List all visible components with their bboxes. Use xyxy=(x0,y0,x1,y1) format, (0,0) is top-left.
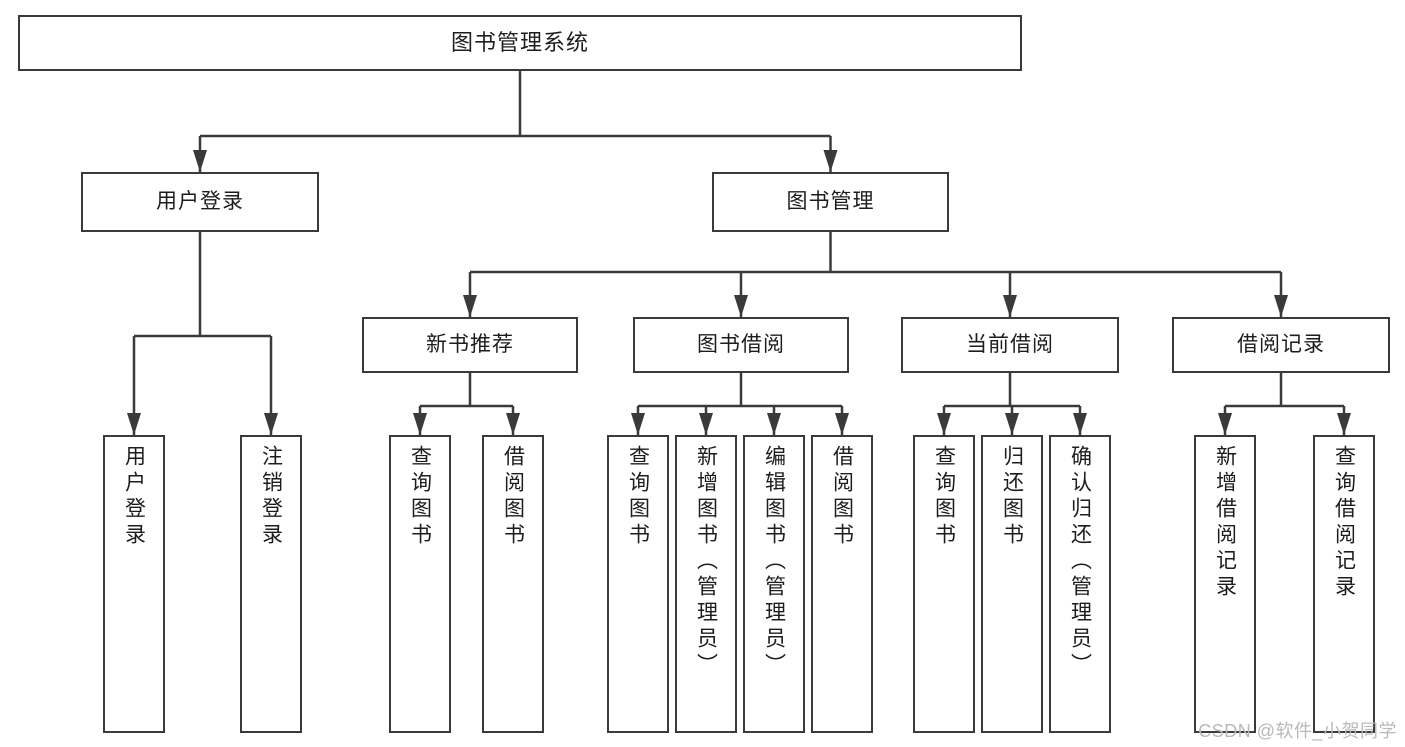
records-bus-arrow-0 xyxy=(1218,413,1232,435)
node-label-book_mgmt: 图书管理 xyxy=(786,189,875,213)
node-label-cur_3: 确认归还（管理员） xyxy=(1068,445,1092,679)
node-new_book[interactable]: 新书推荐 xyxy=(362,317,578,373)
root-bus-arrow-0 xyxy=(193,150,207,172)
node-label-login: 用户登录 xyxy=(156,189,244,213)
node-cur_3[interactable]: 确认归还（管理员） xyxy=(1049,435,1111,733)
node-label-new_1: 查询图书 xyxy=(408,445,432,549)
node-label-rec_2: 查询借阅记录 xyxy=(1332,445,1356,601)
node-borrow[interactable]: 图书借阅 xyxy=(633,317,849,373)
node-book_mgmt[interactable]: 图书管理 xyxy=(712,172,949,232)
mgmt-bus-arrow-3 xyxy=(1274,295,1288,317)
borrow-bus-arrow-1 xyxy=(699,413,713,435)
node-current[interactable]: 当前借阅 xyxy=(901,317,1119,373)
node-root[interactable]: 图书管理系统 xyxy=(18,15,1022,71)
node-cur_1[interactable]: 查询图书 xyxy=(913,435,975,733)
node-label-login_1: 用户登录 xyxy=(122,445,146,549)
node-label-cur_2: 归还图书 xyxy=(1000,445,1024,549)
newbook-bus-arrow-0 xyxy=(413,413,427,435)
mgmt-bus-arrow-2 xyxy=(1003,295,1017,317)
root-bus-arrow-1 xyxy=(823,150,838,172)
node-login_1[interactable]: 用户登录 xyxy=(103,435,165,733)
node-label-new_2: 借阅图书 xyxy=(501,445,525,549)
node-label-rec_1: 新增借阅记录 xyxy=(1213,445,1237,601)
node-new_1[interactable]: 查询图书 xyxy=(389,435,451,733)
current-bus-arrow-0 xyxy=(937,413,951,435)
borrow-bus-arrow-0 xyxy=(631,413,645,435)
node-login_2[interactable]: 注销登录 xyxy=(240,435,302,733)
login-bus-arrow-1 xyxy=(264,413,278,435)
node-label-borrow_4: 借阅图书 xyxy=(830,445,854,549)
node-borrow_2[interactable]: 新增图书（管理员） xyxy=(675,435,737,733)
node-label-login_2: 注销登录 xyxy=(259,445,283,549)
borrow-bus-arrow-3 xyxy=(835,413,849,435)
node-label-borrow: 图书借阅 xyxy=(697,332,785,356)
node-label-cur_1: 查询图书 xyxy=(932,445,956,549)
node-records[interactable]: 借阅记录 xyxy=(1172,317,1390,373)
login-bus-arrow-0 xyxy=(127,413,141,435)
node-label-new_book: 新书推荐 xyxy=(426,332,514,356)
node-login[interactable]: 用户登录 xyxy=(81,172,319,232)
current-bus-arrow-2 xyxy=(1073,413,1087,435)
node-label-records: 借阅记录 xyxy=(1237,332,1325,356)
node-borrow_1[interactable]: 查询图书 xyxy=(607,435,669,733)
node-borrow_4[interactable]: 借阅图书 xyxy=(811,435,873,733)
node-label-current: 当前借阅 xyxy=(966,332,1054,356)
node-borrow_3[interactable]: 编辑图书（管理员） xyxy=(743,435,805,733)
node-cur_2[interactable]: 归还图书 xyxy=(981,435,1043,733)
node-label-borrow_2: 新增图书（管理员） xyxy=(694,445,718,679)
node-label-borrow_3: 编辑图书（管理员） xyxy=(762,445,786,679)
current-bus-arrow-1 xyxy=(1005,413,1019,435)
records-bus-arrow-1 xyxy=(1337,413,1351,435)
borrow-bus-arrow-2 xyxy=(767,413,781,435)
node-rec_1[interactable]: 新增借阅记录 xyxy=(1194,435,1256,733)
node-label-borrow_1: 查询图书 xyxy=(626,445,650,549)
mgmt-bus-arrow-0 xyxy=(463,295,477,317)
mgmt-bus-arrow-1 xyxy=(734,295,748,317)
node-rec_2[interactable]: 查询借阅记录 xyxy=(1313,435,1375,733)
newbook-bus-arrow-1 xyxy=(506,413,520,435)
node-new_2[interactable]: 借阅图书 xyxy=(482,435,544,733)
node-label-root: 图书管理系统 xyxy=(450,30,589,56)
